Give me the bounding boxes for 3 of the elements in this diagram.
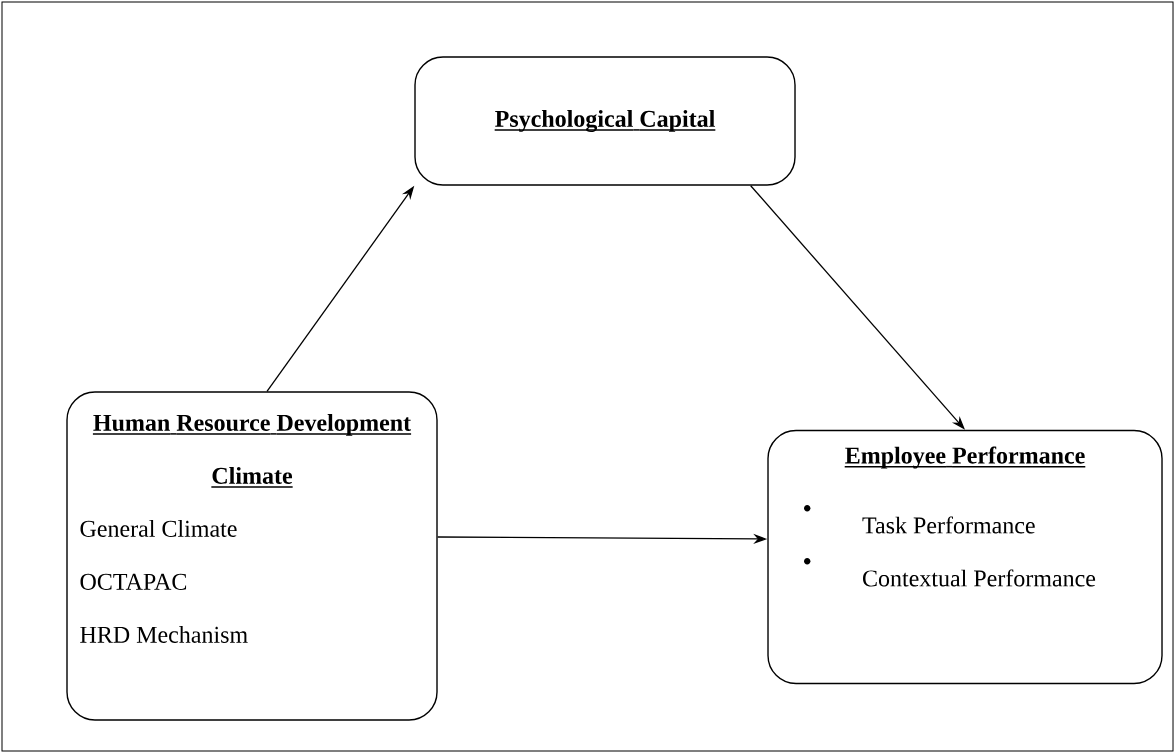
rounded-box: Employee Performance Task Performance Contextual Performance xyxy=(767,429,1163,685)
rounded-box: Psychological Capital xyxy=(414,56,796,186)
rounded-box: Human Resource Development Climate General Climate OCTAPAC HRD Mechanism xyxy=(66,391,438,721)
